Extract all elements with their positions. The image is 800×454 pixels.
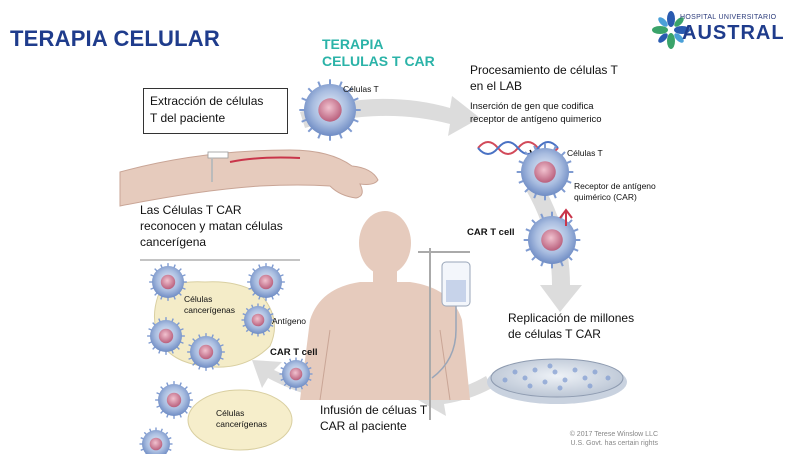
logo-main-text: AUSTRAL [682, 22, 785, 44]
cancer-cells-2-line2: cancerígenas [216, 419, 268, 429]
infusion-line1: Infusión de céluas T [320, 403, 428, 417]
label-t-cells-right: Células T [567, 148, 603, 158]
t-cell [247, 263, 285, 301]
page-title: TERAPIA CELULAR [10, 26, 220, 51]
t-cell [147, 317, 185, 355]
insertion-line1: Inserción de gen que codifica [470, 101, 594, 112]
label-t-cells-top: Células T [343, 84, 379, 94]
subtitle-line2: CELULAS T CAR [322, 53, 435, 69]
patient-arm [119, 149, 379, 207]
replication-line1: Replicación de millones [508, 311, 635, 325]
t-cell [241, 303, 275, 337]
car-receptor-marker [559, 208, 573, 226]
t-cell [139, 427, 173, 454]
t-cell [516, 143, 574, 201]
recognize-line1: Las Células T CAR [140, 203, 242, 217]
step-infusion: Infusión de céluas T CAR al paciente [320, 402, 427, 434]
processing-line2: en el LAB [470, 79, 523, 93]
receptor-line1: Receptor de antígeno [574, 181, 656, 191]
cancer-cells-1-line1: Células [184, 294, 213, 304]
copyright-line2: U.S. Govt. has certain rights [570, 440, 658, 447]
recognize-line2: reconocen y matan células [140, 219, 283, 233]
t-cell [279, 357, 313, 391]
label-antigen: Antígeno [272, 316, 307, 326]
step-processing: Procesamiento de células T en el LAB [470, 62, 618, 94]
logo-flower-icon [652, 11, 690, 49]
copyright-line1: © 2017 Terese Winslow LLC [569, 431, 658, 438]
t-cell [523, 211, 581, 269]
step-replication: Replicación de millones de células T CAR [508, 310, 634, 342]
t-cell [299, 79, 361, 141]
petri-dish [487, 358, 627, 404]
replication-line2: de células T CAR [508, 327, 601, 341]
subtitle-line1: TERAPIA [322, 36, 384, 52]
extraction-line2: T del paciente [150, 111, 226, 125]
patient-body [300, 211, 470, 401]
receptor-line2: quimérico (CAR) [574, 192, 637, 202]
cancer-mass-bottom [187, 389, 293, 451]
processing-line1: Procesamiento de células T [470, 63, 618, 77]
step-recognition: Las Células T CAR reconocen y matan célu… [140, 202, 283, 250]
insertion-note: Inserción de gen que codifica receptor d… [470, 100, 602, 126]
label-cancer-cells-2: Células cancerígenas [216, 408, 267, 430]
insertion-line2: receptor de antígeno quimerico [470, 114, 602, 125]
step-extraction: Extracción de células T del paciente [143, 88, 288, 134]
copyright: © 2017 Terese Winslow LLC U.S. Govt. has… [548, 430, 658, 448]
t-cell [155, 381, 193, 419]
cancer-cells-2-line1: Células [216, 408, 245, 418]
t-cell [187, 333, 225, 371]
label-cancer-cells-1: Células cancerígenas [184, 294, 235, 316]
label-receptor: Receptor de antígeno quimérico (CAR) [574, 181, 656, 203]
t-cell-group [139, 79, 581, 454]
infusion-line2: CAR al paciente [320, 419, 407, 433]
label-car-t-cell-right: CAR T cell [467, 227, 515, 238]
cancer-cells-1-line2: cancerígenas [184, 305, 236, 315]
t-cell [149, 263, 187, 301]
extraction-line1: Extracción de células [150, 94, 264, 108]
hospital-logo [652, 10, 792, 50]
recognize-line3: cancerígena [140, 235, 207, 249]
iv-bag [418, 248, 471, 420]
label-car-t-cell-left: CAR T cell [270, 347, 318, 358]
logo-top-text: HOSPITAL UNIVERSITARIO [680, 14, 777, 21]
diagram-subtitle: TERAPIA CELULAS T CAR [322, 36, 462, 70]
